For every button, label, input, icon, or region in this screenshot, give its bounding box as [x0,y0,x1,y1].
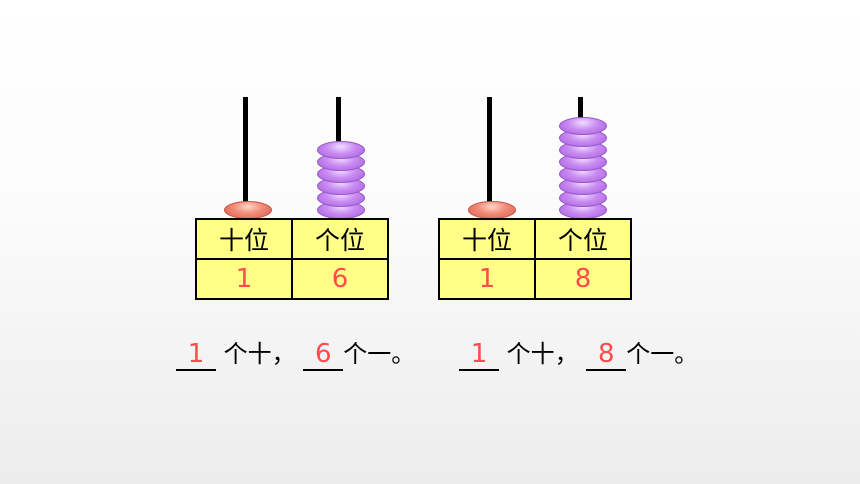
place-value-table-left: 十位 个位 1 6 [195,218,389,300]
tens-rod [487,97,492,209]
answer-sentence-left: 1 个十， 6 个一。 [176,334,415,374]
ones-text: 个一。 [626,340,699,368]
place-value-table-right: 十位 个位 1 8 [438,218,632,300]
tens-answer-blank: 1 [459,339,499,371]
ones-value: 8 [534,258,632,300]
tens-answer-blank: 1 [176,339,216,371]
ones-bead [317,141,365,159]
tens-text: 个十， [223,340,296,368]
ones-value: 6 [291,258,389,300]
tens-bead [468,201,516,219]
tens-header: 十位 [438,218,536,260]
ones-answer-blank: 6 [303,339,344,371]
tens-header: 十位 [195,218,293,260]
ones-answer: 6 [315,339,332,369]
answer-sentence-right: 1 个十， 8 个一。 [459,334,698,374]
ones-header: 个位 [534,218,632,260]
tens-text: 个十， [506,340,579,368]
tens-answer: 1 [187,339,205,369]
tens-value: 1 [195,258,293,300]
ones-answer-blank: 8 [586,339,627,371]
ones-bead [559,117,607,135]
ones-text: 个一。 [343,340,416,368]
tens-rod [243,97,248,209]
ones-header: 个位 [291,218,389,260]
tens-value: 1 [438,258,536,300]
ones-answer: 8 [598,339,615,369]
tens-answer: 1 [470,339,488,369]
